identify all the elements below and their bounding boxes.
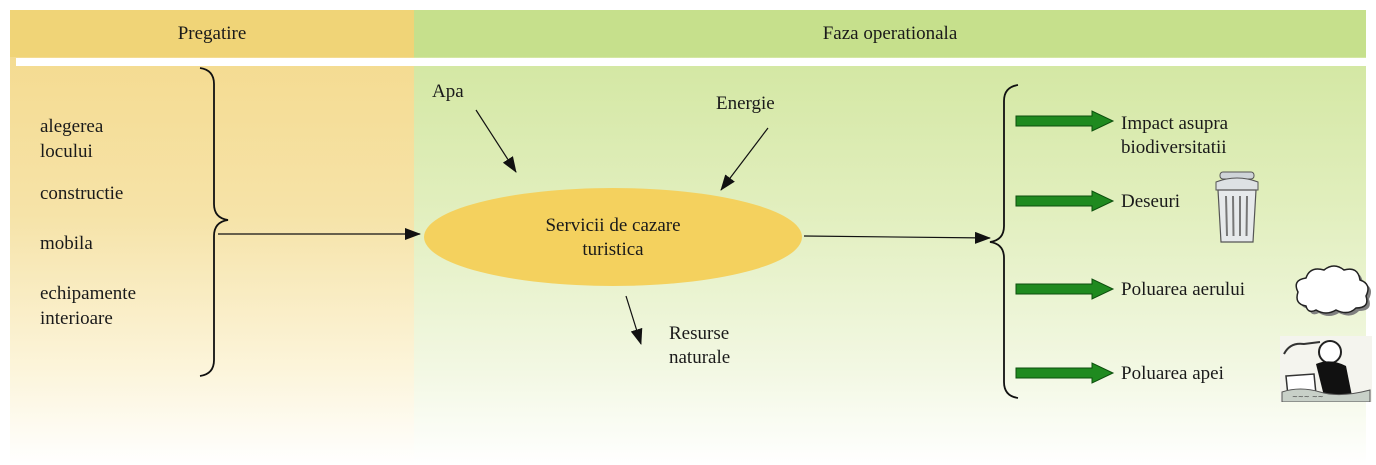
resources-line-2: naturale [669,347,731,368]
center-line-1: Servicii de cazare [545,215,681,236]
accommodation-services-ellipse [424,188,802,286]
prep-item-mobila: mobila [40,233,93,254]
operational-header: Faza operationala [414,10,1366,57]
prep-item-locului: locului [40,141,93,162]
prep-item-interioare: interioare [40,308,113,329]
cloud-icon [1295,265,1371,316]
svg-text:~~~ ~~: ~~~ ~~ [1292,393,1324,401]
prep-item-constructie: constructie [40,183,124,204]
green-arrow-biodiversity [1015,110,1115,132]
green-arrow-water [1015,362,1115,384]
water-pollution-icon: ~~~ ~~ [1280,336,1372,402]
impact-biodiversity-line-2: biodiversitatii [1121,137,1227,158]
energy-input-arrow [720,127,769,191]
impact-water-label: Poluarea apei [1121,363,1224,384]
prep-closing-brace [199,67,229,377]
preparation-header: Pregatire [10,10,414,57]
green-arrow-air [1015,278,1115,300]
prep-item-alegerea: alegerea [40,116,104,137]
impact-air-label: Poluarea aerului [1121,279,1245,300]
prep-item-echipamente: echipamente [40,283,137,304]
center-line-2: turistica [582,239,644,260]
impacts-opening-brace [989,84,1019,399]
header-separator [16,58,1368,66]
resources-line-1: Resurse [669,323,730,344]
trash-bin-icon [1215,171,1259,243]
preparation-panel [10,10,414,465]
input-energy-label: Energie [716,93,775,114]
resources-output-arrow [625,295,643,345]
input-water-label: Apa [432,81,464,102]
water-input-arrow [475,109,517,173]
green-arrow-waste [1015,190,1115,212]
impact-biodiversity-line-1: Impact asupra [1121,113,1229,134]
accommodation-services-label: Servicii de cazare turistica [424,214,802,262]
services-to-impacts-arrow [803,231,991,244]
impact-waste-label: Deseuri [1121,191,1181,212]
